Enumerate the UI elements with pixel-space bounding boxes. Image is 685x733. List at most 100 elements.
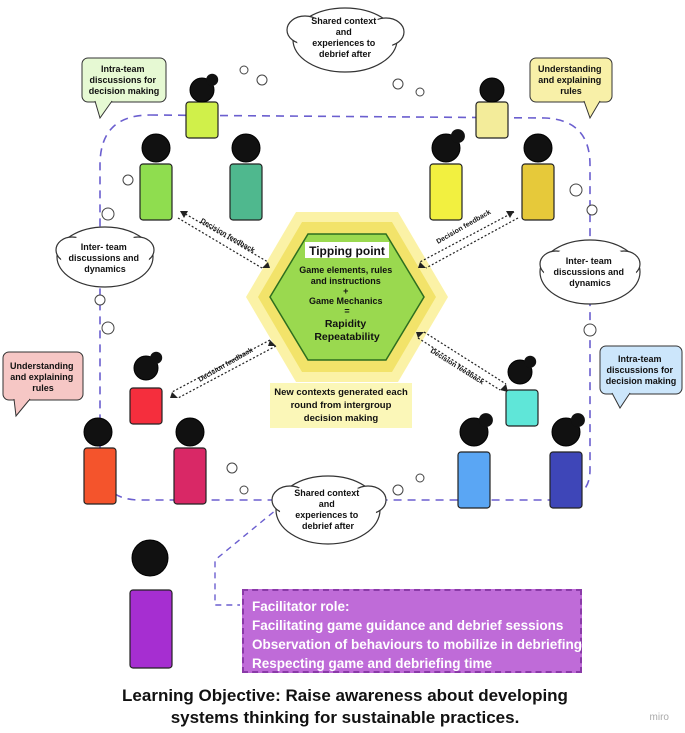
person-blue-back-body <box>505 389 539 427</box>
center-line: Game elements, rules <box>299 265 392 275</box>
person-yellow-right-body <box>521 163 555 221</box>
svg-text:Understanding and explaini: Understanding and explaining rules <box>538 64 604 96</box>
svg-text:Tipping point: Tipping point <box>309 244 385 258</box>
person-red-left-body <box>83 447 117 505</box>
cloud-shared-top <box>286 7 405 73</box>
center-line: Game Mechanics <box>309 296 383 306</box>
svg-text:Shared context and exp: Shared context and experiences to debrie… <box>311 16 379 59</box>
cloud-shared-top-line: Shared context <box>311 16 376 26</box>
bubble-understanding-left-line: rules <box>32 383 54 393</box>
bubble-intra-top-left-line: Intra-team <box>101 64 145 74</box>
person-red-back-body <box>129 387 163 425</box>
feedback-arrowheads <box>170 211 514 398</box>
new-contexts-line: New contexts generated each <box>274 387 408 398</box>
person-red-right-head <box>175 417 205 447</box>
facilitator-role-box: Facilitator role: Facilitating game guid… <box>242 589 582 673</box>
person-yellow-back-body <box>475 101 509 139</box>
cloud-shared-bottom-line: Shared context <box>294 488 359 498</box>
feedback-arrows <box>171 211 519 399</box>
person-blue-left-hair <box>478 413 493 428</box>
people-group <box>83 73 585 669</box>
cloud-shared-top-line: experiences to <box>312 38 376 48</box>
person-blue-left-body <box>457 451 491 509</box>
bubble-understanding-left-line: Understanding <box>10 361 74 371</box>
person-green-left-body <box>139 163 173 221</box>
svg-text:Rapidity Repeatability: Rapidity Repeatability <box>314 318 380 343</box>
person-blue-right-body <box>549 451 583 509</box>
person-green-right-head <box>231 133 261 163</box>
feedback-label-bottom-right: Decision feedback <box>429 348 485 387</box>
bubble-understanding-left <box>2 351 84 418</box>
feedback-label-bottom-left: Decision feedback <box>198 347 255 384</box>
bubble-intra-right-line: decision making <box>606 376 677 386</box>
tipping-title-bg <box>305 242 389 258</box>
svg-text:Decision feedback: Decision feedback <box>199 218 256 255</box>
cloud-shared-bottom-line: debrief after <box>302 521 355 531</box>
person-green-back-hair <box>206 73 219 86</box>
person-green-right-body <box>229 163 263 221</box>
new-contexts-line: decision making <box>303 413 379 424</box>
tipping-point-title: Tipping point <box>309 244 385 258</box>
bubble-intra-top-left-line: decision making <box>89 86 160 96</box>
center-line-repeatability: Repeatability <box>314 331 380 343</box>
svg-text:Decision feedback: Decision feedback <box>429 348 485 387</box>
bubble-intra-right <box>599 345 683 409</box>
person-yellow-right-head <box>523 133 553 163</box>
person-green-left-head <box>141 133 171 163</box>
learning-objective-line: Learning Objective: Raise awareness abou… <box>122 686 568 705</box>
person-yellow-left-body <box>429 163 463 221</box>
cloud-inter-right <box>539 239 641 305</box>
person-blue-right-hair <box>570 413 585 428</box>
facilitator-item: Observation of behaviours to mobilize in… <box>252 637 583 652</box>
cloud-shared-bottom <box>271 475 387 545</box>
svg-text:Intra-team discussions for: Intra-team discussions for decision maki… <box>606 354 677 386</box>
team-loop-path <box>99 114 591 501</box>
facilitator-item: Respecting game and debriefing time <box>252 656 493 671</box>
person-red-back-hair <box>150 351 163 364</box>
bubble-intra-right-line: Intra-team <box>618 354 662 364</box>
svg-text:Intra-team discussions for: Intra-team discussions for decision maki… <box>89 64 160 96</box>
cloud-inter-right-line: dynamics <box>569 278 611 288</box>
svg-text:Game elements, rules and i: Game elements, rules and instructions + … <box>299 265 395 316</box>
center-line: = <box>344 306 349 316</box>
learning-objective: Learning Objective: Raise awareness abou… <box>80 685 610 729</box>
facilitator-title: Facilitator role: <box>252 599 350 614</box>
person-yellow-left-hair <box>450 129 465 144</box>
svg-text:Understanding and explaini: Understanding and explaining rules <box>10 361 76 393</box>
svg-text:Inter- team discussions an: Inter- team discussions and dynamics <box>68 242 141 274</box>
person-blue-back-hair <box>524 355 537 368</box>
facilitator-item: Facilitating game guidance and debrief s… <box>252 618 564 633</box>
bubble-understanding-top-right-line: rules <box>560 86 582 96</box>
cloud-inter-left <box>55 226 155 288</box>
bubble-understanding-top-right-line: Understanding <box>538 64 602 74</box>
bubble-intra-right-line: discussions for <box>606 365 673 375</box>
new-contexts-line: round from intergroup <box>290 400 392 411</box>
center-line: + <box>343 286 348 296</box>
hexagon-inner <box>269 233 425 361</box>
person-yellow-back-head <box>479 77 505 103</box>
cloud-inter-right-line: discussions and <box>553 267 624 277</box>
facilitator-link-path <box>214 504 283 606</box>
person-green-back-body <box>185 101 219 139</box>
person-facilitator-head <box>131 539 169 577</box>
bubble-understanding-left-line: and explaining <box>10 372 73 382</box>
cloud-inter-right-line: Inter- team <box>566 256 612 266</box>
person-facilitator-body <box>129 589 173 669</box>
person-red-left-head <box>83 417 113 447</box>
cloud-shared-top-line: debrief after <box>319 49 372 59</box>
center-line-rapidity: Rapidity <box>325 318 367 330</box>
bubble-understanding-top-right <box>529 57 613 120</box>
cloud-inter-left-line: dynamics <box>84 264 126 274</box>
person-red-right-body <box>173 447 207 505</box>
svg-text:Inter- team discussions an: Inter- team discussions and dynamics <box>553 256 626 288</box>
bubble-intra-top-left <box>81 57 167 120</box>
new-contexts-note: New contexts generated each round from i… <box>270 383 412 428</box>
cloud-shared-bottom-line: experiences to <box>295 510 359 520</box>
svg-text:Decision feedback: Decision feedback <box>198 347 255 384</box>
miro-watermark: miro <box>649 712 669 723</box>
learning-objective-line: systems thinking for sustainable practic… <box>170 708 520 727</box>
feedback-label-top-left: Decision feedback <box>199 218 256 255</box>
cloud-shared-top-line: and <box>336 27 352 37</box>
cloud-inter-left-line: discussions and <box>68 253 139 263</box>
